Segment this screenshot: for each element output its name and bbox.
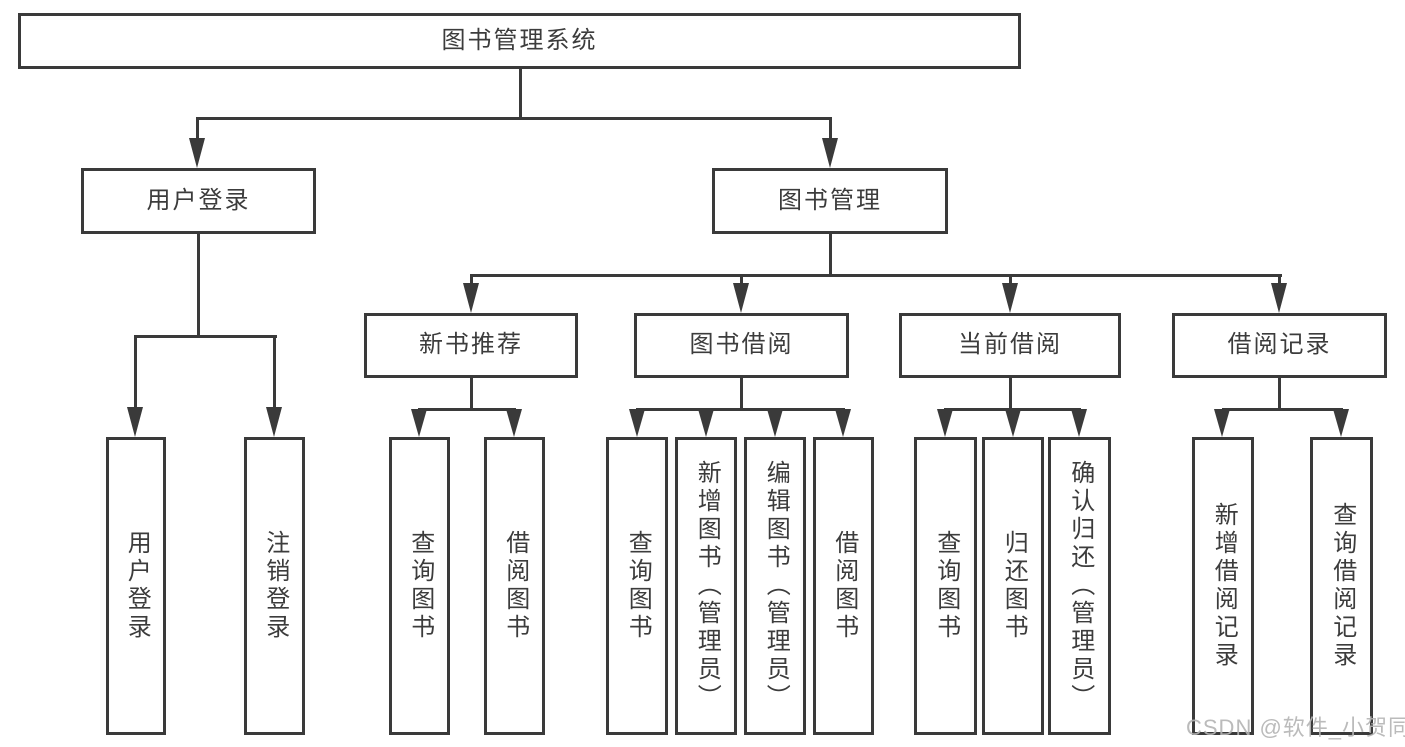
connector-line xyxy=(829,234,832,274)
leaf-user-login: 用户登录 xyxy=(106,437,166,735)
arrowhead-icon xyxy=(266,407,282,437)
arrowhead-icon xyxy=(698,409,714,437)
connector-line xyxy=(470,274,473,285)
leaf-borrow-books-1: 借阅图书 xyxy=(484,437,545,735)
connector-line xyxy=(1278,378,1281,408)
arrowhead-icon xyxy=(629,409,645,437)
node-book-management: 图书管理 xyxy=(712,168,948,234)
node-book-borrow: 图书借阅 xyxy=(634,313,849,378)
arrowhead-icon xyxy=(189,138,205,168)
connector-line xyxy=(740,274,743,285)
connector-line xyxy=(636,408,845,411)
leaf-return-books: 归还图书 xyxy=(982,437,1044,735)
connector-line xyxy=(519,68,522,117)
arrowhead-icon xyxy=(1071,409,1087,437)
connector-line xyxy=(197,234,200,335)
leaf-add-books-admin: 新增图书（管理员） xyxy=(675,437,737,735)
arrowhead-icon xyxy=(1214,409,1230,437)
connector-line xyxy=(740,378,743,408)
arrowhead-icon xyxy=(411,409,427,437)
connector-line xyxy=(134,335,277,338)
connector-line xyxy=(1009,378,1012,408)
leaf-borrow-books-2: 借阅图书 xyxy=(813,437,874,735)
leaf-logout: 注销登录 xyxy=(244,437,305,735)
connector-line xyxy=(1278,274,1281,285)
node-new-book-recommend: 新书推荐 xyxy=(364,313,578,378)
node-current-borrow: 当前借阅 xyxy=(899,313,1121,378)
arrowhead-icon xyxy=(463,283,479,313)
connector-line xyxy=(196,117,199,141)
node-borrow-records: 借阅记录 xyxy=(1172,313,1387,378)
connector-line xyxy=(134,335,137,409)
connector-line xyxy=(470,378,473,408)
arrowhead-icon xyxy=(1005,409,1021,437)
connector-line xyxy=(829,117,832,141)
connector-line xyxy=(1222,408,1343,411)
leaf-query-books-3: 查询图书 xyxy=(914,437,977,735)
leaf-edit-books-admin: 编辑图书（管理员） xyxy=(744,437,806,735)
node-user-login: 用户登录 xyxy=(81,168,316,234)
arrowhead-icon xyxy=(822,138,838,168)
connector-line xyxy=(470,274,1282,277)
connector-line xyxy=(1009,274,1012,285)
arrowhead-icon xyxy=(937,409,953,437)
arrowhead-icon xyxy=(767,409,783,437)
leaf-add-borrow-record: 新增借阅记录 xyxy=(1192,437,1254,735)
leaf-confirm-return-admin: 确认归还（管理员） xyxy=(1048,437,1111,735)
arrowhead-icon xyxy=(1002,283,1018,313)
arrowhead-icon xyxy=(1333,409,1349,437)
csdn-watermark: CSDN @软件_小贺同学 xyxy=(1186,715,1405,740)
node-system-root: 图书管理系统 xyxy=(18,13,1021,69)
connector-line xyxy=(418,408,516,411)
connector-line xyxy=(273,335,276,409)
arrowhead-icon xyxy=(1271,283,1287,313)
leaf-query-borrow-record: 查询借阅记录 xyxy=(1310,437,1373,735)
leaf-query-books-2: 查询图书 xyxy=(606,437,668,735)
connector-line xyxy=(197,117,832,120)
arrowhead-icon xyxy=(733,283,749,313)
leaf-query-books-1: 查询图书 xyxy=(389,437,450,735)
arrowhead-icon xyxy=(835,409,851,437)
arrowhead-icon xyxy=(127,407,143,437)
arrowhead-icon xyxy=(506,409,522,437)
